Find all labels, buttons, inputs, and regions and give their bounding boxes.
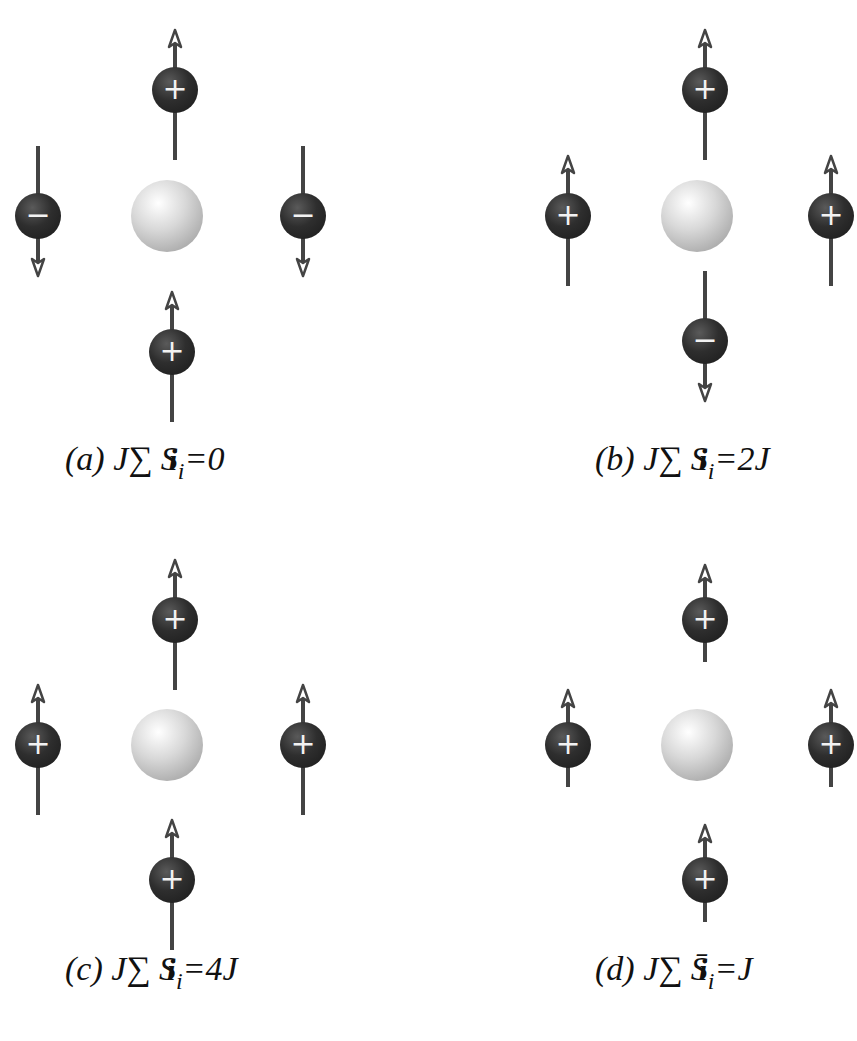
- panel-caption: (d) J∑iS̄i=J: [595, 950, 753, 988]
- caption-text: S: [691, 440, 708, 478]
- caption-text: =0: [185, 440, 225, 478]
- spin-sphere: −: [280, 193, 326, 239]
- central-atom: [661, 180, 733, 252]
- spin-sign: −: [25, 200, 50, 230]
- spin-sign: +: [162, 604, 187, 634]
- spin-sign: +: [692, 604, 717, 634]
- panel-caption: (c) J∑iSi=4J: [65, 950, 238, 988]
- spin-arrowhead: [32, 30, 837, 842]
- caption-text: =2J: [715, 440, 770, 478]
- spin-sign: +: [692, 74, 717, 104]
- spin-sphere: +: [545, 722, 591, 768]
- spin-sphere: +: [149, 857, 195, 903]
- spin-sign: +: [290, 729, 315, 759]
- caption-text: ∑i: [126, 950, 159, 988]
- spin-sign: +: [555, 200, 580, 230]
- spin-sign: +: [159, 864, 184, 894]
- spin-sphere: −: [15, 193, 61, 239]
- caption-text: =4J: [183, 950, 238, 988]
- caption-text: ∑i: [658, 440, 691, 478]
- spin-sphere: +: [682, 597, 728, 643]
- spin-sign: +: [818, 729, 843, 759]
- spin-sphere: +: [808, 193, 854, 239]
- caption-text: (b) J: [595, 440, 658, 478]
- caption-text: (d) J: [595, 950, 658, 988]
- spin-sphere: +: [545, 193, 591, 239]
- caption-text: i: [178, 458, 185, 485]
- caption-text: i: [708, 458, 715, 485]
- spin-sign: +: [162, 74, 187, 104]
- caption-text: S: [161, 440, 178, 478]
- central-atom: [131, 180, 733, 781]
- caption-text: S: [159, 950, 176, 988]
- caption-text: S̄: [691, 950, 708, 988]
- spin-sign: −: [290, 200, 315, 230]
- caption-text: (a) J: [65, 440, 128, 478]
- panel-caption: (a) J∑iSi=0: [65, 440, 224, 478]
- caption-text: i: [176, 968, 183, 995]
- spin-sphere: +: [15, 722, 61, 768]
- central-atom: [131, 709, 203, 781]
- caption-text: ∑i: [658, 950, 691, 988]
- spin-sphere: +: [808, 722, 854, 768]
- spin-sign: +: [25, 729, 50, 759]
- spin-sign: +: [555, 729, 580, 759]
- spin-sphere: +: [152, 67, 198, 113]
- central-atom: [661, 709, 733, 781]
- caption-text: ∑i: [128, 440, 161, 478]
- spin-sphere: +: [682, 857, 728, 903]
- panel-caption: (b) J∑iSi=2J: [595, 440, 770, 478]
- spin-sign: +: [692, 864, 717, 894]
- spin-sign: +: [159, 336, 184, 366]
- spin-sphere: +: [149, 329, 195, 375]
- spin-sphere: −: [682, 318, 728, 364]
- caption-text: =J: [715, 950, 753, 988]
- caption-text: (c) J: [65, 950, 126, 988]
- spin-sign: +: [818, 200, 843, 230]
- spin-line: [38, 44, 831, 950]
- caption-text: i: [708, 968, 715, 995]
- spin-sphere: +: [152, 597, 198, 643]
- central-atom: [131, 180, 203, 252]
- spin-sign: −: [692, 325, 717, 355]
- spin-sphere: +: [280, 722, 326, 768]
- spin-sphere: +: [682, 67, 728, 113]
